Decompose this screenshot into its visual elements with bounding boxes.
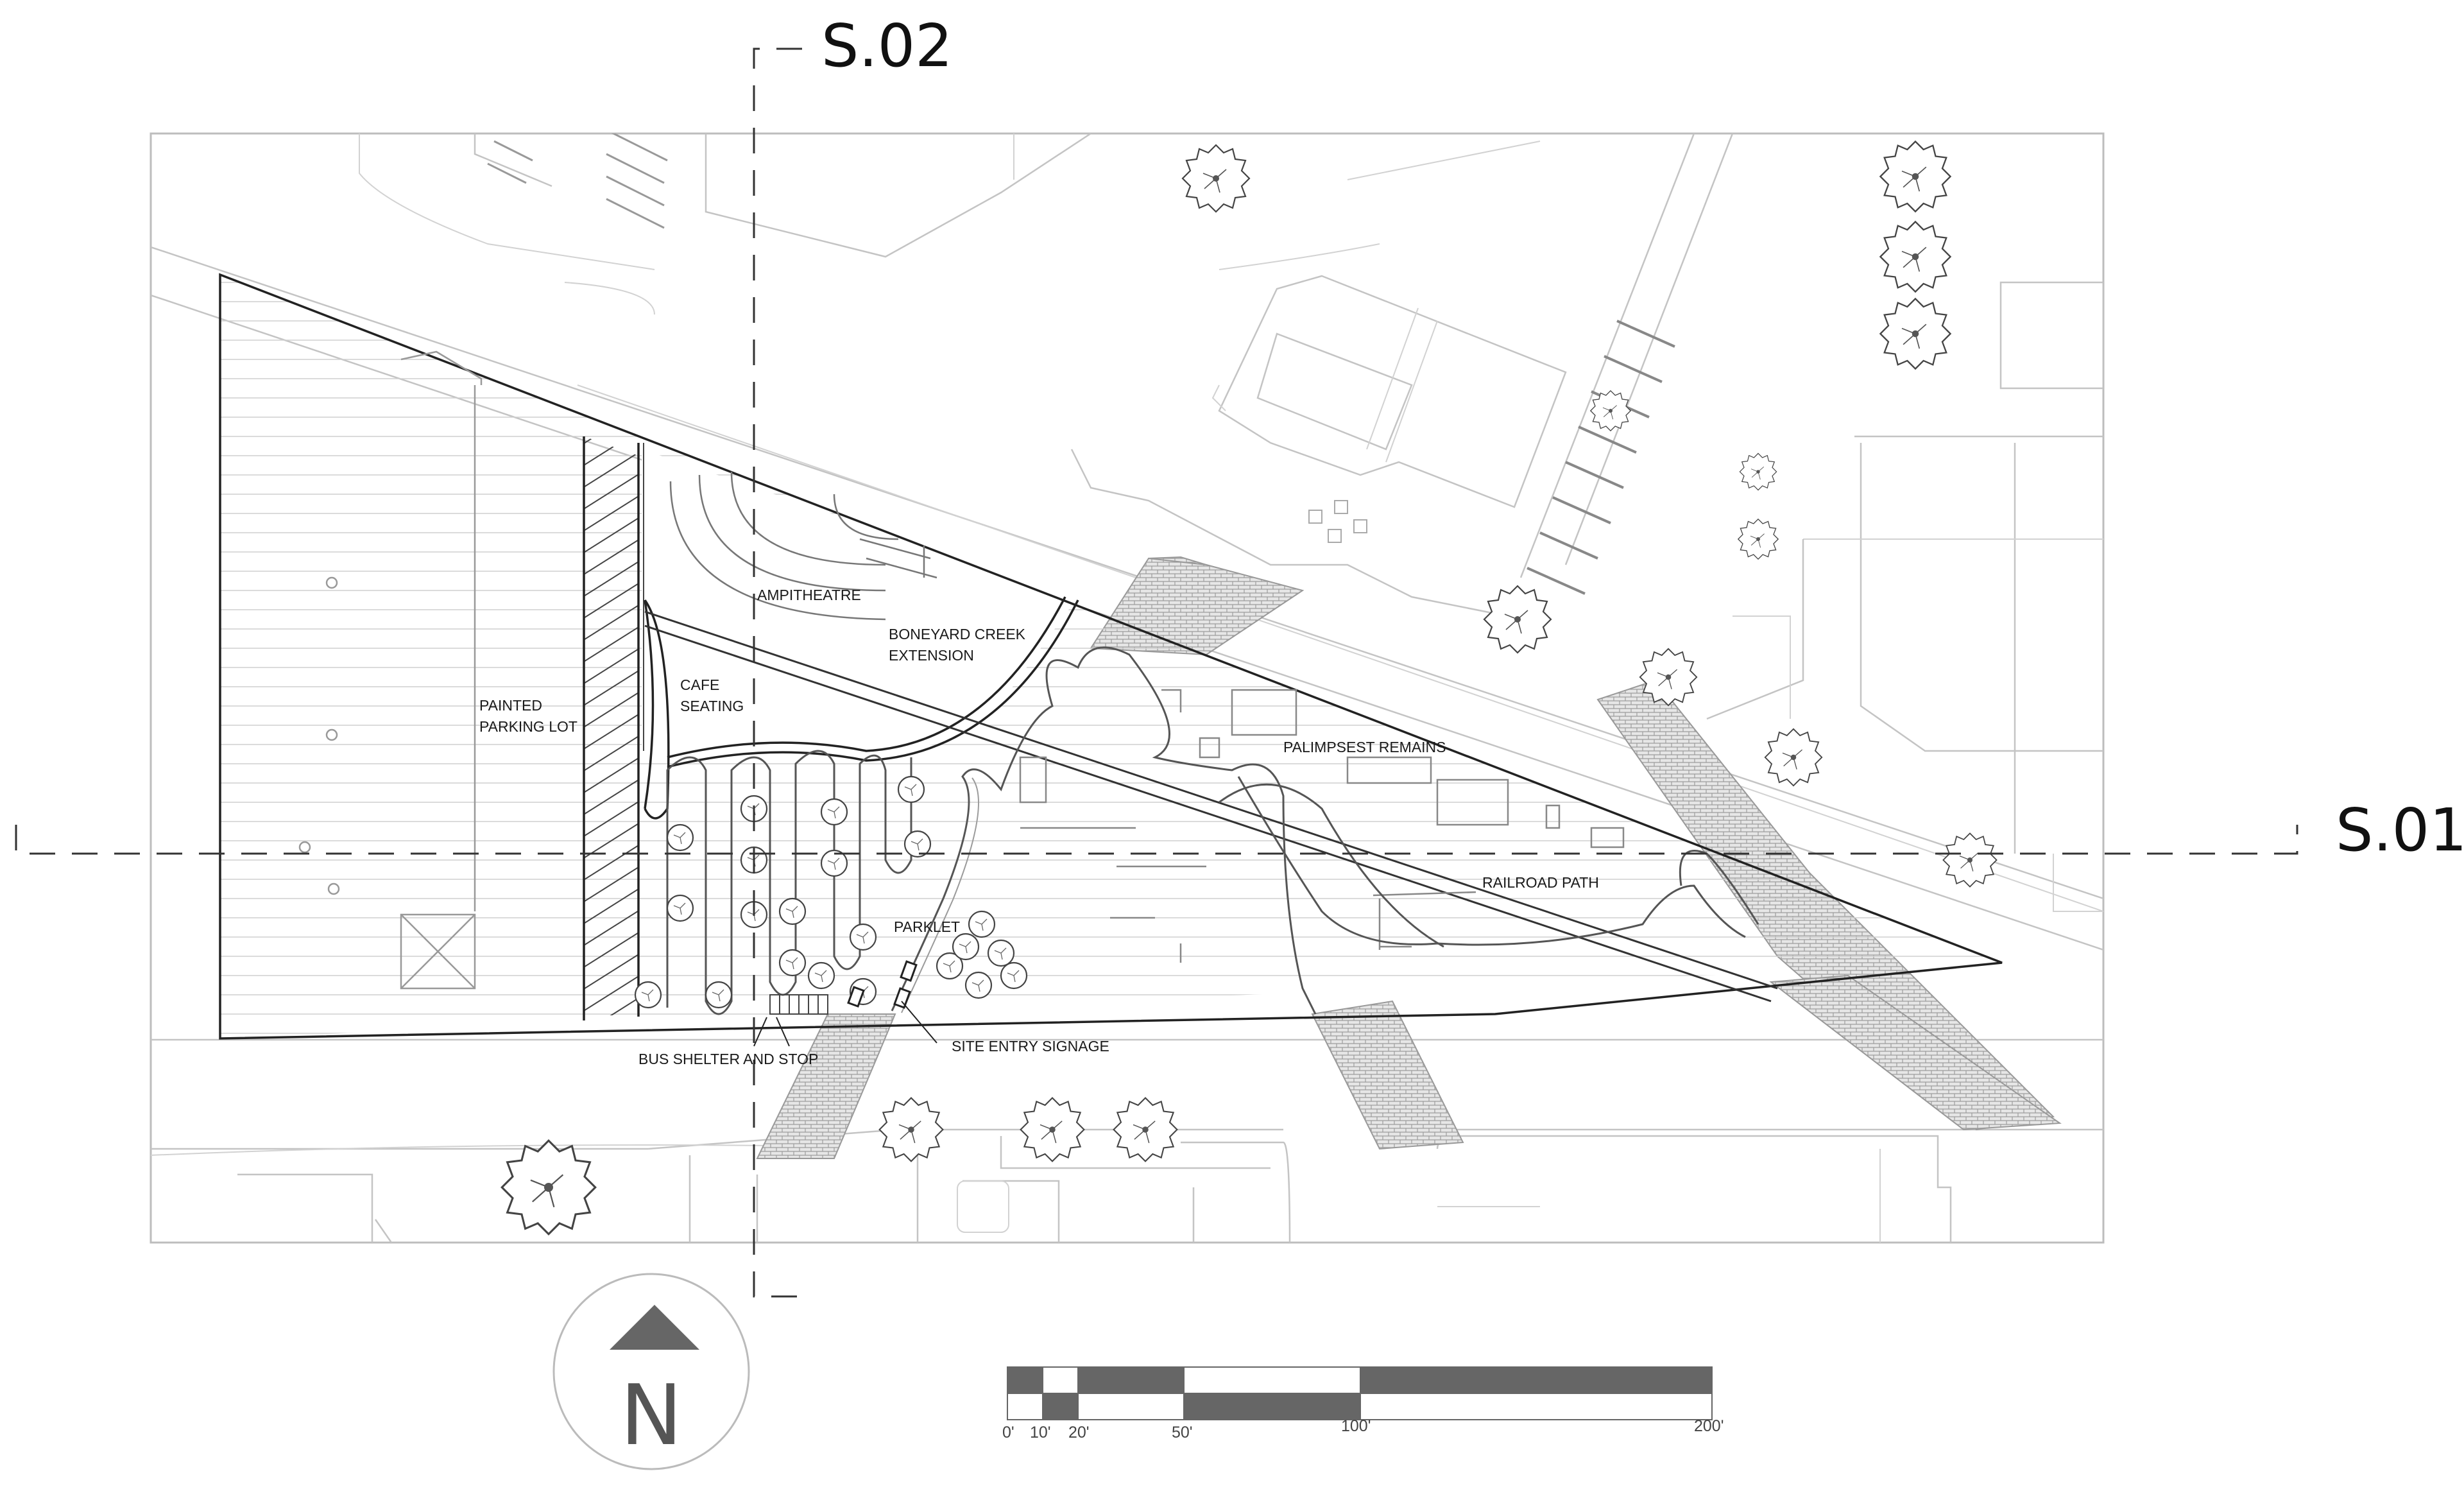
- label-palimpsest: PALIMPSEST REMAINS: [1283, 739, 1446, 755]
- map-frame: [150, 132, 2105, 1244]
- tree-icon: [897, 775, 925, 804]
- scale-tick: 100': [1341, 1417, 1371, 1435]
- section-label-s02: S.02: [821, 12, 953, 80]
- scale-tick: 10': [1030, 1424, 1051, 1442]
- tree-icon: [666, 823, 694, 852]
- parking-hatch-strip: [584, 436, 638, 1017]
- north-letter: N: [620, 1366, 682, 1464]
- label-parking-line1: PAINTED: [479, 697, 542, 714]
- crosswalk-southwest: [756, 1013, 896, 1159]
- label-parking-line2: PARKING LOT: [479, 718, 578, 735]
- site-entry-signage: [847, 960, 918, 1009]
- palimpsest-remains: [1019, 689, 1625, 963]
- tree-icon: [952, 933, 980, 961]
- label-bus-shelter: BUS SHELTER AND STOP: [638, 1051, 818, 1067]
- crosswalk-south: [1311, 1000, 1464, 1150]
- crosswalk-east-lower: [1769, 974, 2062, 1131]
- label-amphitheatre: AMPITHEATRE: [757, 587, 861, 603]
- label-boneyard-line1: BONEYARD CREEK: [889, 626, 1026, 642]
- tree-icon: [968, 910, 996, 938]
- tree-icon: [820, 798, 848, 826]
- bus-shelter: [769, 994, 828, 1015]
- tree-icon: [849, 923, 877, 951]
- label-cafe-line2: SEATING: [680, 698, 744, 714]
- tree-icon: [634, 981, 662, 1009]
- north-arrow-icon: [610, 1305, 699, 1350]
- tree-icon: [987, 939, 1015, 967]
- tree-icon: [666, 894, 694, 922]
- parking-lot-features: [298, 350, 483, 990]
- context-layer: [151, 133, 2103, 1243]
- label-parklet: PARKLET: [894, 918, 960, 935]
- amphitheatre-rings: [669, 471, 937, 621]
- scale-tick: 200': [1694, 1417, 1724, 1435]
- railroad-lines: [644, 610, 1778, 1003]
- parklet-serpentine: [666, 750, 912, 1015]
- label-boneyard-line2: EXTENSION: [889, 647, 974, 664]
- boneyard-creek-edge: [667, 596, 1066, 759]
- section-label-s01: S.01: [2336, 796, 2464, 865]
- tree-icon: [964, 971, 993, 999]
- tree-icon: [778, 897, 807, 925]
- label-railroad: RAILROAD PATH: [1482, 874, 1599, 891]
- tree-icon: [705, 981, 733, 1009]
- scale-bar: [1007, 1366, 1713, 1420]
- scale-tick: 50': [1172, 1424, 1193, 1442]
- section-line-s01: [15, 825, 2298, 855]
- north-arrow: N: [552, 1273, 750, 1470]
- tree-icon: [807, 961, 835, 990]
- label-site-entry-signage: SITE ENTRY SIGNAGE: [952, 1038, 1109, 1054]
- tree-icon: [778, 949, 807, 977]
- scale-tick: 0': [1002, 1424, 1014, 1442]
- tree-icon: [1000, 961, 1028, 990]
- site-boundary: [219, 273, 2003, 1040]
- label-cafe-line1: CAFE: [680, 676, 719, 693]
- scale-tick: 20': [1068, 1424, 1090, 1442]
- section-line-s02: [753, 47, 802, 1298]
- meandering-path: [891, 646, 1759, 1015]
- scale-bar-ticks: 0' 10' 20' 50' 100' 200': [1002, 1417, 1724, 1442]
